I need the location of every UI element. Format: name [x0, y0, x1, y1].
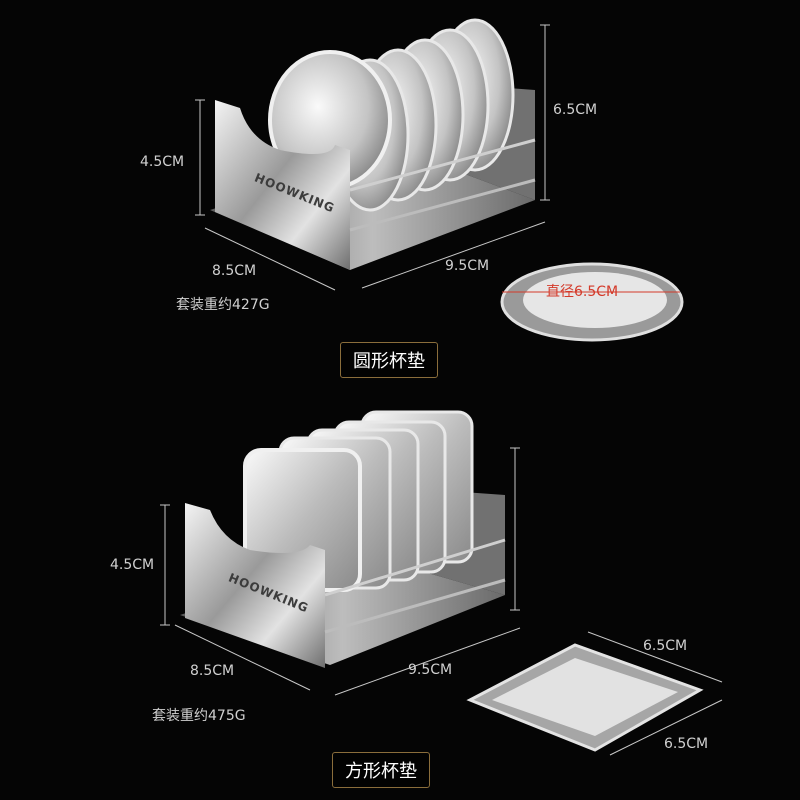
dimension-lines: [160, 447, 723, 756]
dim-coaster-a: 6.5CM: [643, 638, 688, 654]
dim-length: 9.5CM: [445, 258, 490, 274]
round-rack-illustration: [195, 18, 684, 342]
dim-coaster-b: 6.5CM: [664, 736, 709, 752]
round-coaster-panel: HOOWKING 6.5CM 4.5CM 8.5CM 9.5CM 套装重约427…: [140, 18, 684, 378]
square-rack-illustration: [160, 410, 723, 756]
dim-length: 9.5CM: [408, 662, 453, 678]
dim-side-height: 4.5CM: [140, 154, 185, 170]
square-coaster-panel: HOOWKING 4.5CM 8.5CM 9.5CM 套装重约475G 6.5C…: [0, 400, 800, 800]
square-coaster-single: [466, 643, 704, 752]
weight-text: 套装重约475G: [152, 708, 246, 724]
dim-width: 8.5CM: [190, 663, 235, 679]
round-coaster-single: [500, 262, 684, 342]
round-caption: 圆形杯垫: [340, 342, 438, 378]
dim-width: 8.5CM: [212, 263, 257, 279]
rack-front-plate: [185, 503, 325, 668]
dim-total-height: 6.5CM: [553, 102, 598, 118]
diameter-label: 直径6.5CM: [546, 284, 619, 300]
square-caption: 方形杯垫: [332, 752, 430, 788]
weight-text: 套装重约427G: [176, 297, 270, 313]
dim-side-height: 4.5CM: [110, 557, 155, 573]
rack-front-plate: [215, 100, 350, 270]
dimension-lines: [195, 24, 550, 291]
round-coaster-stack: [268, 18, 515, 212]
